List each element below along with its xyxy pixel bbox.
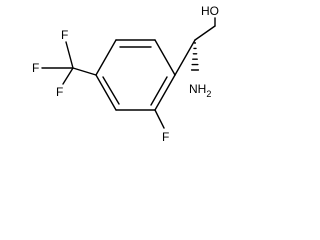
ring-bond <box>95 39 117 76</box>
amine-label-subscript: 2 <box>206 89 211 99</box>
ring-bond <box>95 74 117 111</box>
benzene-ring <box>95 39 176 111</box>
chiral-to-ch2-bond <box>194 25 216 41</box>
ring-bond <box>154 39 176 76</box>
amine-label: NH2 <box>189 82 211 99</box>
cf3-fluorine-bottom-label: F <box>56 85 63 99</box>
side-chain <box>174 17 216 76</box>
cf3-f-bond <box>62 67 74 85</box>
cf3-fluorine-top-label: F <box>61 28 68 42</box>
fluoro-label: F <box>162 130 169 144</box>
ring-to-chiral-bond <box>174 39 196 76</box>
chemical-structure: HO NH2 F F F F <box>32 4 219 144</box>
hashed-wedge-bond <box>190 42 200 71</box>
cf3-fluorine-left-label: F <box>32 61 39 75</box>
ring-to-fluoro-bond <box>154 109 165 129</box>
ring-to-cf3-bond <box>72 67 97 76</box>
amine-label-main: NH <box>189 82 206 96</box>
trifluoromethyl-group <box>41 41 97 85</box>
ring-double-bond <box>102 76 120 105</box>
cf3-f-bond <box>65 41 74 69</box>
ring-bond <box>154 74 176 111</box>
hydroxyl-label: HO <box>201 4 219 18</box>
ring-double-bond <box>150 76 168 106</box>
